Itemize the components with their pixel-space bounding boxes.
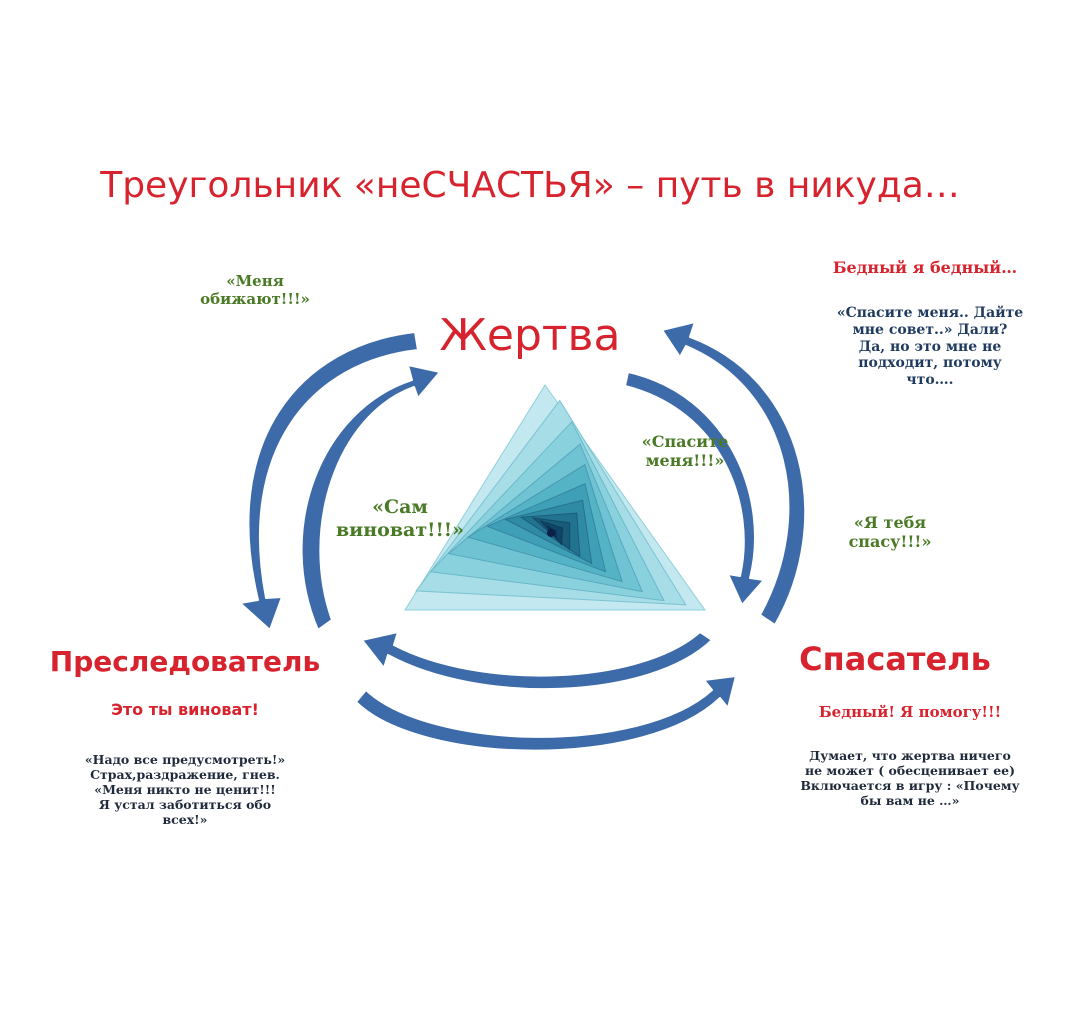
arrow-rescuer-to-victim bbox=[661, 321, 807, 626]
rescuer-label: Спасатель bbox=[799, 640, 991, 678]
diagram-title: Треугольник «неСЧАСТЬЯ» – путь в никуда… bbox=[100, 165, 960, 206]
victim-description: «Спасите меня.. Дайте мне совет..» Дали?… bbox=[836, 305, 1024, 389]
persecutor-subtitle: Это ты виноват! bbox=[111, 700, 259, 719]
persecutor-label: Преследователь bbox=[49, 645, 321, 678]
arrow-victim-to-rescuer bbox=[624, 371, 765, 606]
quote-save-me: «Спасите меня!!!» bbox=[641, 432, 729, 471]
persecutor-description: «Надо все предусмотреть!» Страх,раздраже… bbox=[84, 752, 286, 827]
rescuer-subtitle: Бедный! Я помогу!!! bbox=[818, 703, 1002, 721]
victim-label: Жертва bbox=[439, 310, 621, 361]
spiral-triangle bbox=[404, 384, 706, 611]
arrow-rescuer-to-persecutor bbox=[361, 631, 713, 691]
arrow-victim-to-persecutor bbox=[239, 331, 419, 631]
rescuer-description: Думает, что жертва ничего не может ( обе… bbox=[800, 748, 1020, 808]
quote-i-will-save: «Я тебя спасу!!!» bbox=[848, 513, 932, 552]
arrow-persecutor-to-rescuer bbox=[355, 675, 737, 752]
victim-quote-offended: «Меня обижают!!!» bbox=[200, 272, 310, 308]
cycle-arrows bbox=[239, 321, 807, 752]
quote-self-guilty: «Сам виноват!!!» bbox=[335, 496, 465, 541]
victim-heading-poor-me: Бедный я бедный… bbox=[832, 258, 1018, 277]
arrow-persecutor-to-victim bbox=[300, 364, 441, 631]
